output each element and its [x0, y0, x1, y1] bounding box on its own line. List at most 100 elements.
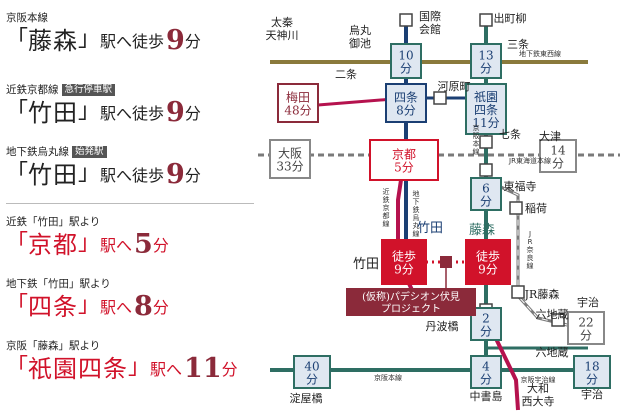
station-label-line: 西大寺: [522, 394, 555, 408]
time-box-line: 四条: [474, 103, 498, 117]
bracket-close: 」: [78, 293, 101, 318]
station-name: 祇園四条: [28, 355, 129, 383]
time-box: [369, 139, 439, 181]
station-label-line: 藤森: [469, 223, 495, 238]
line-label: 地下鉄烏丸線: [413, 189, 420, 238]
time-box: [567, 311, 605, 345]
station-label: 宇治: [577, 295, 599, 309]
line-label: 京阪宇治線: [521, 375, 556, 384]
station-badge: 始発駅: [72, 146, 107, 158]
time-box: [293, 355, 331, 389]
time-box: [573, 355, 611, 389]
minutes-value: 9: [166, 159, 185, 190]
station-label-line: 御池: [349, 36, 371, 50]
time-box-line: 祇園: [474, 90, 498, 104]
time-box-line: 14: [550, 144, 566, 158]
bracket-open: 「: [6, 99, 29, 124]
bracket-close: 」: [78, 161, 101, 186]
bracket-open: 「: [6, 161, 29, 186]
access-line-label: 近鉄「竹田」駅より: [6, 216, 169, 229]
time-box: [465, 83, 507, 135]
access-item: 近鉄京都線急行停車駅「竹田」駅へ徒歩9分: [6, 84, 201, 131]
station-label: 竹田: [417, 221, 443, 236]
time-box-line: 分: [480, 195, 492, 209]
time-box: [269, 139, 311, 179]
station-label-line: 竹田: [417, 221, 443, 236]
time-box-line: 6: [482, 182, 490, 196]
line-label: 地下鉄東西線: [519, 49, 561, 58]
line-name: 地下鉄烏丸線: [6, 146, 69, 158]
time-box-line: 分: [480, 62, 492, 76]
minutes-value: 5: [134, 229, 153, 260]
time-box-line: 9分: [394, 263, 414, 277]
time-box-line: 分: [580, 329, 592, 343]
bracket-open: 「: [6, 355, 29, 380]
line-label-char: 近: [383, 187, 390, 196]
project-label-line: プロジェクト: [381, 303, 441, 315]
access-suffix: 駅へ徒歩: [100, 166, 165, 185]
station-name: 四条: [28, 293, 79, 321]
line-label: 近鉄京都線: [383, 187, 390, 228]
access-item: 京阪「藤森」駅より「祇園四条」駅へ11分: [6, 340, 238, 387]
access-suffix: 駅へ徒歩: [100, 104, 165, 123]
time-box-line: 22: [578, 316, 593, 330]
line-label-char: 線: [413, 229, 420, 238]
bracket-open: 「: [6, 27, 29, 52]
access-main: 「四条」駅へ8分: [6, 291, 169, 325]
time-box: [470, 177, 502, 211]
line-name: 近鉄京都線: [6, 84, 59, 96]
time-box-line: 9分: [478, 263, 498, 277]
access-line-label: 地下鉄「竹田」駅より: [6, 278, 169, 291]
station-label: 太秦天神川: [266, 15, 299, 42]
time-box-line: 京都: [392, 148, 416, 162]
project-label: (仮称)パデシオン伏見プロジェクト: [362, 290, 460, 315]
station-label: 七条: [499, 127, 521, 141]
station-label: 東福寺: [504, 179, 537, 193]
section-divider: [6, 203, 254, 204]
station-label-line: 淀屋橋: [290, 391, 323, 405]
line-label-char: R: [528, 238, 533, 246]
time-box-line: 分: [552, 157, 564, 171]
station-label-line: 出町柳: [494, 11, 527, 25]
line-label-char: 京: [473, 123, 480, 132]
time-box: [470, 43, 502, 79]
line-label-char: 丸: [413, 221, 420, 230]
station-label-line: 七条: [499, 127, 521, 141]
station-label-line: 六地蔵: [536, 308, 569, 321]
station-marker: [479, 13, 493, 27]
line-label-char: 烏: [413, 213, 420, 222]
minutes-unit: 分: [152, 298, 169, 317]
time-box: [381, 239, 427, 285]
access-suffix: 駅へ: [150, 360, 183, 379]
station-label-line: 二条: [335, 67, 357, 81]
station-label: 藤森: [469, 223, 495, 238]
station-label: 稲荷: [525, 202, 547, 215]
station-marker: [511, 285, 525, 299]
minutes-unit: 分: [184, 104, 201, 123]
project-marker: [440, 256, 452, 268]
station-marker: [399, 13, 413, 27]
access-list: 京阪本線「藤森」駅へ徒歩9分近鉄京都線急行停車駅「竹田」駅へ徒歩9分地下鉄烏丸線…: [0, 0, 258, 420]
minutes-unit: 分: [184, 166, 201, 185]
station-label: 烏丸御池: [349, 23, 371, 50]
bracket-open: 「: [6, 293, 29, 318]
bracket-close: 」: [78, 99, 101, 124]
time-box-line: 18: [584, 360, 599, 374]
minutes-unit: 分: [221, 360, 238, 379]
station-label-line: 大和: [527, 381, 549, 395]
station-label: 国際会館: [419, 10, 441, 36]
station-label-line: 丹波橋: [426, 319, 459, 333]
time-box-line: 4: [482, 360, 490, 374]
